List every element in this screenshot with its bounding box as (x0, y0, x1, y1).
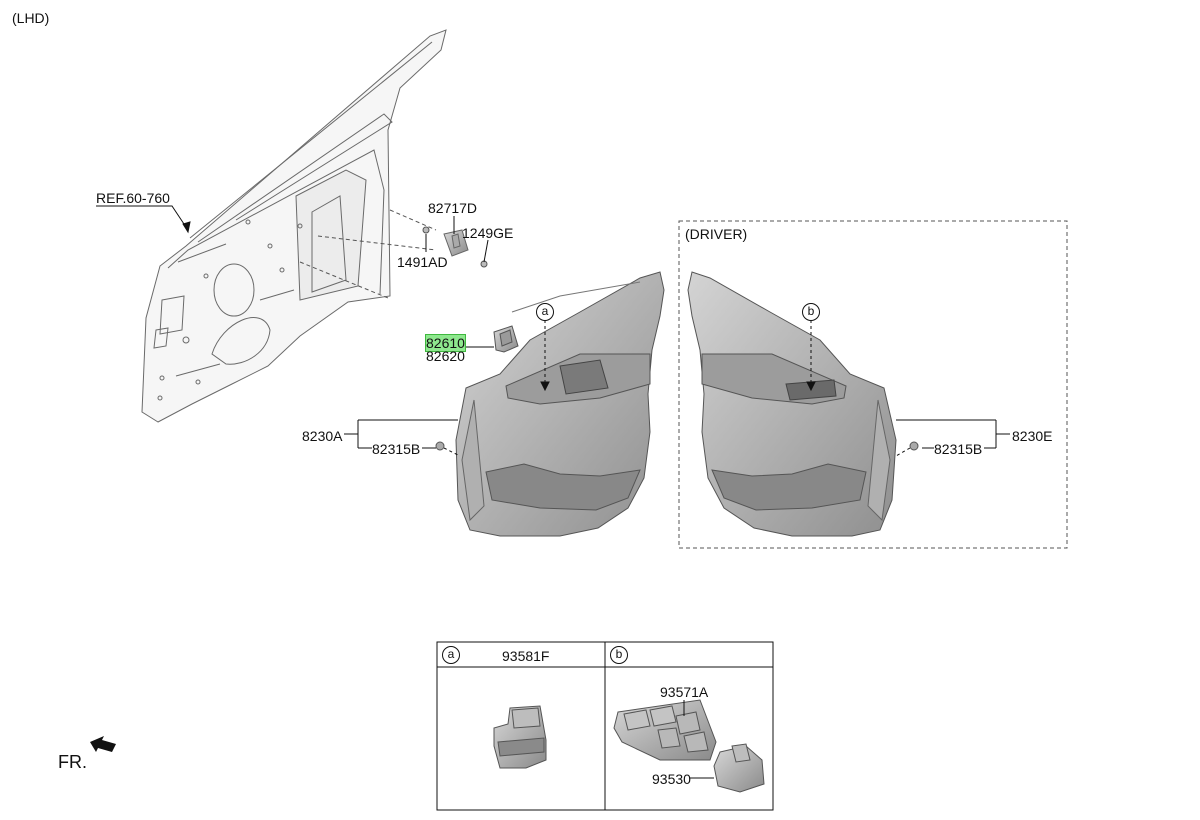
ref-leader-line (96, 205, 191, 234)
bracket-82717D-drawing (422, 226, 488, 268)
part-1249GE-label[interactable]: 1249GE (462, 225, 514, 241)
part-82315B-left-label[interactable]: 82315B (372, 441, 421, 457)
part-8230E-label[interactable]: 8230E (1012, 428, 1053, 444)
front-direction-arrow-icon (90, 736, 116, 752)
part-1491AD-label[interactable]: 1491AD (397, 254, 448, 270)
inside-handle-82610-drawing (493, 325, 519, 353)
part-8230A-label[interactable]: 8230A (302, 428, 343, 444)
left-panel-leaders (344, 320, 550, 457)
part-82315B-right-label[interactable]: 82315B (934, 441, 983, 457)
table-leader-lines (683, 700, 714, 779)
switch-93530-drawing (713, 743, 765, 793)
variant-label: (LHD) (12, 10, 50, 26)
bracket-leader-lines (425, 216, 489, 263)
front-direction-label: FR. (58, 752, 87, 772)
door-projection-lines (299, 209, 437, 299)
part-82610-label[interactable]: 82610 (425, 334, 466, 352)
right-panel-leaders (806, 320, 1010, 457)
switch-table-grid (436, 641, 774, 811)
part-93530-label[interactable]: 93530 (652, 771, 691, 787)
part-93581F-label[interactable]: 93581F (502, 648, 550, 664)
part-93571A-label[interactable]: 93571A (660, 684, 709, 700)
right-door-trim-panel-drawing (687, 271, 919, 537)
left-door-trim-panel-drawing (435, 271, 665, 537)
part-82717D-label[interactable]: 82717D (428, 200, 478, 216)
driver-box-title: (DRIVER) (685, 226, 748, 242)
table-callout-b: b (610, 646, 628, 664)
ref-door-label[interactable]: REF.60-760 (96, 190, 170, 206)
table-callout-a: a (442, 646, 460, 664)
part-82620-label[interactable]: 82620 (426, 348, 465, 364)
callout-a-label[interactable]: a (536, 303, 554, 321)
switch-93571A-drawing (613, 699, 717, 761)
callout-b-label[interactable]: b (802, 303, 820, 321)
switch-93581F-drawing (493, 705, 547, 769)
